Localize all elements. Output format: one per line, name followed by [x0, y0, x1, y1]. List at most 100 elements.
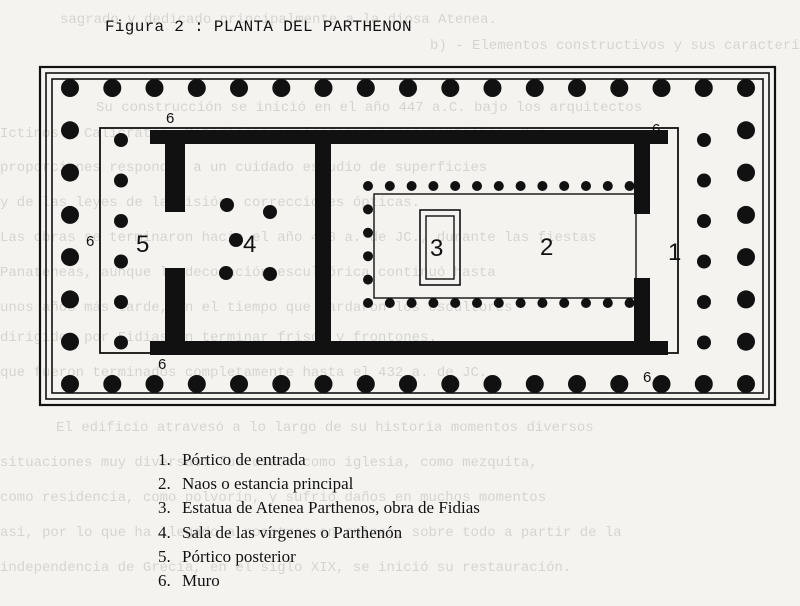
label-wall-sw: 6	[158, 356, 166, 373]
column	[187, 79, 206, 97]
column	[697, 254, 711, 269]
column	[610, 79, 629, 97]
label-wall-nw: 6	[166, 110, 174, 127]
column	[428, 181, 439, 191]
column	[559, 181, 570, 191]
column	[697, 173, 711, 188]
column	[61, 79, 79, 97]
column	[114, 295, 128, 309]
stylobate-middle-line	[45, 72, 770, 400]
column	[230, 79, 248, 97]
column	[220, 198, 234, 212]
column	[694, 375, 713, 393]
column	[610, 375, 629, 393]
column	[263, 267, 277, 281]
column	[314, 375, 333, 393]
naos-inner-outline	[373, 193, 637, 299]
column	[450, 181, 461, 191]
column	[515, 298, 526, 308]
label-area-3: 3	[430, 235, 443, 262]
column	[483, 79, 502, 97]
label-wall-ne: 6	[652, 121, 660, 138]
column	[230, 375, 248, 393]
column	[363, 251, 373, 262]
column	[272, 79, 291, 97]
column	[114, 254, 128, 269]
parthenon-floor-plan: 1 2 3 4 5 6 6 6 6 6	[38, 65, 777, 407]
column	[187, 375, 206, 393]
column	[61, 375, 79, 393]
column	[356, 375, 375, 393]
column	[450, 298, 461, 308]
column	[737, 163, 755, 182]
column	[737, 375, 755, 393]
label-area-1: 1	[668, 239, 681, 266]
stylobate-inner-line	[51, 78, 764, 394]
column	[219, 266, 233, 280]
column	[314, 79, 333, 97]
column	[428, 298, 439, 308]
column	[114, 214, 128, 228]
column	[114, 133, 128, 147]
column	[406, 181, 417, 191]
column	[61, 332, 79, 351]
column	[61, 290, 79, 309]
column	[737, 332, 755, 351]
column	[61, 121, 79, 140]
column	[697, 133, 711, 147]
legend-item: 4.Sala de las vírgenes o Parthenón	[158, 522, 403, 542]
column	[568, 79, 586, 97]
cella-outline	[99, 127, 679, 354]
column	[602, 298, 613, 308]
column	[441, 375, 460, 393]
column	[697, 214, 711, 228]
statue-base-inner	[425, 215, 455, 280]
wall-west-lower	[165, 268, 185, 344]
column	[559, 298, 570, 308]
column	[399, 79, 417, 97]
column	[624, 181, 635, 191]
legend-item: 3.Estatua de Atenea Parthenos, obra de F…	[158, 498, 480, 518]
label-area-2: 2	[540, 234, 553, 261]
column	[356, 79, 375, 97]
wall-east-lower	[634, 278, 650, 344]
column	[272, 375, 291, 393]
legend: 1.Pórtico de entrada 2.Naos o estancia p…	[158, 448, 480, 593]
column	[581, 181, 591, 191]
column	[737, 248, 755, 267]
wall-north	[150, 130, 668, 144]
column	[114, 173, 128, 188]
label-wall-w: 6	[86, 233, 94, 250]
column	[697, 295, 711, 309]
column	[363, 204, 373, 215]
column	[399, 375, 417, 393]
column	[229, 233, 243, 247]
wall-south	[150, 341, 668, 355]
column	[568, 375, 586, 393]
column	[263, 205, 277, 219]
column	[652, 375, 671, 393]
column	[103, 375, 122, 393]
column	[483, 375, 502, 393]
legend-item: 5.Pórtico posterior	[158, 546, 296, 566]
wall-partition	[315, 142, 331, 345]
wall-west-upper	[165, 142, 185, 212]
column	[384, 298, 395, 308]
column	[737, 205, 755, 224]
inner-columns	[219, 181, 635, 308]
column	[737, 290, 755, 309]
column	[384, 181, 395, 191]
column	[493, 181, 504, 191]
column	[61, 205, 79, 224]
column	[363, 274, 373, 285]
column	[145, 375, 164, 393]
column	[581, 298, 591, 308]
column	[737, 79, 755, 97]
column	[406, 298, 417, 308]
column	[537, 298, 548, 308]
legend-item: 6.Muro	[158, 571, 220, 591]
legend-item: 2.Naos o estancia principal	[158, 474, 354, 494]
column	[537, 181, 548, 191]
column	[737, 121, 755, 140]
column	[525, 375, 544, 393]
